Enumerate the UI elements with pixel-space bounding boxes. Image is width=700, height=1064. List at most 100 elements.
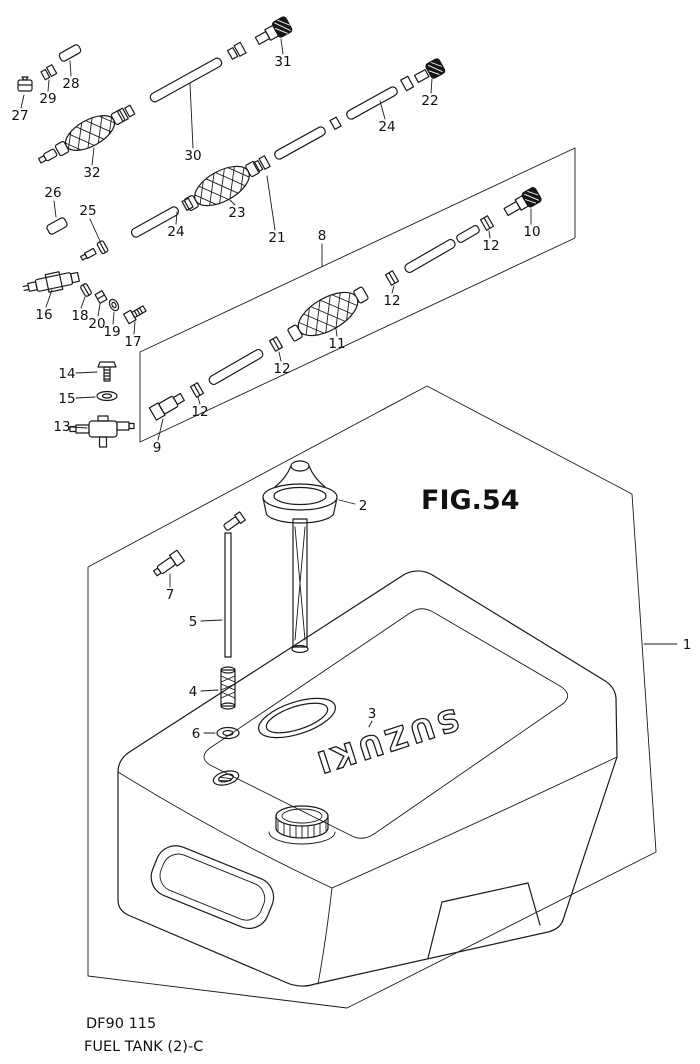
callout-3: 3	[368, 706, 377, 722]
callout-26: 26	[44, 185, 61, 201]
hose-joint-ring	[400, 75, 415, 92]
tank-gauge-opening	[258, 697, 336, 739]
footer-model-code: DF90 115	[86, 1016, 156, 1032]
callout-24-b: 24	[378, 119, 395, 135]
gasket-15	[96, 390, 118, 402]
callout-12-d: 12	[482, 238, 499, 254]
fuel-connector-7	[152, 549, 185, 577]
callout-17: 17	[124, 334, 141, 350]
figure-title: FIG.54	[421, 485, 519, 516]
hose-joint-ring-12	[189, 382, 205, 398]
callout-24-a: 24	[167, 224, 184, 240]
tank-screw-hole	[212, 770, 240, 786]
hose-joint-ring	[181, 197, 194, 211]
fuel-tank-body	[117, 570, 618, 987]
hose-joint-rings	[116, 104, 136, 123]
hose-piece-28	[58, 44, 82, 62]
hose-assembly-box	[139, 147, 576, 443]
callout-19: 19	[103, 324, 120, 340]
callout-11: 11	[328, 336, 345, 352]
part-callouts: 27 29 28 31 30 3 2 26 25 24 23 21 24 22 8…	[11, 54, 691, 742]
bolt-17	[122, 305, 147, 325]
callout-25: 25	[79, 203, 96, 219]
fuel-connector-9	[148, 392, 185, 421]
callout-12-a: 12	[191, 404, 208, 420]
callout-12-b: 12	[273, 361, 290, 377]
hose-end-nipple	[80, 247, 97, 261]
fuel-hose	[208, 348, 264, 386]
callout-4: 4	[189, 684, 198, 700]
callout-15: 15	[58, 391, 75, 407]
primer-bulb-32	[54, 108, 126, 158]
hose-joint-ring-12	[384, 270, 400, 286]
hose-piece-26	[46, 217, 68, 235]
tank-handle-recess	[150, 845, 275, 929]
fuel-valve-13	[69, 415, 135, 448]
hose-clamp-25	[96, 240, 109, 255]
fuel-hose	[404, 238, 456, 274]
line-art	[17, 16, 678, 1009]
tank-brand-text: SUZUKI	[309, 700, 463, 780]
fuel-hose-assembly-middle	[46, 58, 446, 261]
hose-joint-rings	[226, 41, 247, 60]
cock-fitting-cluster	[22, 271, 147, 325]
fuel-hose-short	[456, 225, 480, 243]
hose-end-nipple	[37, 148, 58, 164]
callout-27: 27	[11, 108, 28, 124]
callout-1: 1	[683, 637, 692, 653]
callout-30: 30	[184, 148, 201, 164]
fuel-hose-assembly-upper	[37, 16, 293, 164]
fuel-hose-24	[274, 126, 326, 160]
hose-joint-ring-12	[268, 336, 284, 352]
callout-6: 6	[192, 726, 201, 742]
joint-rings-29	[40, 64, 58, 81]
grommet-6	[216, 726, 240, 740]
fuel-gauge-body	[291, 518, 309, 654]
fuel-connector-31	[254, 16, 293, 45]
tank-enclosure-box	[87, 385, 657, 1009]
fuel-hose-assembly-lower	[148, 187, 542, 421]
callout-8: 8	[318, 228, 327, 244]
callout-2: 2	[359, 498, 368, 514]
fuel-connector-16	[22, 271, 80, 293]
tank-top-panel	[203, 608, 569, 839]
callout-12-c: 12	[383, 293, 400, 309]
callout-21: 21	[268, 230, 285, 246]
hose-joint-ring-12	[479, 215, 495, 231]
tank-bottom-notch	[427, 882, 541, 959]
valve-cluster	[69, 361, 135, 448]
fuel-filter-4	[220, 666, 236, 710]
small-parts-27-28-29	[17, 44, 82, 92]
callout-16: 16	[35, 307, 52, 323]
callout-22: 22	[421, 93, 438, 109]
hose-clamp-27	[17, 76, 33, 92]
callout-31: 31	[274, 54, 291, 70]
nut-20	[94, 290, 108, 304]
callout-5: 5	[189, 614, 198, 630]
fuel-connector-22	[413, 58, 446, 84]
callout-14: 14	[58, 366, 75, 382]
fuel-connector-10	[503, 187, 542, 217]
callout-18: 18	[71, 308, 88, 324]
fuel-gauge-cap-2	[262, 460, 338, 524]
callout-7: 7	[166, 587, 175, 603]
callout-28: 28	[62, 76, 79, 92]
tank-fuel-cap	[268, 805, 336, 845]
bolt-14	[97, 361, 117, 382]
callout-20: 20	[88, 316, 105, 332]
washer-19	[108, 298, 120, 312]
fuel-hose-24	[130, 206, 180, 238]
footer-caption: FUEL TANK (2)-C	[84, 1039, 203, 1055]
callout-23: 23	[228, 205, 245, 221]
callout-9: 9	[153, 440, 162, 456]
ring-18	[80, 283, 92, 297]
fuel-pickup-tube-5	[223, 511, 246, 658]
callout-13: 13	[53, 419, 70, 435]
callout-29: 29	[39, 91, 56, 107]
callout-leader-lines	[20, 38, 678, 734]
joint-rings-21	[252, 155, 271, 173]
callout-10: 10	[523, 224, 540, 240]
hose-joint-ring	[329, 116, 342, 130]
